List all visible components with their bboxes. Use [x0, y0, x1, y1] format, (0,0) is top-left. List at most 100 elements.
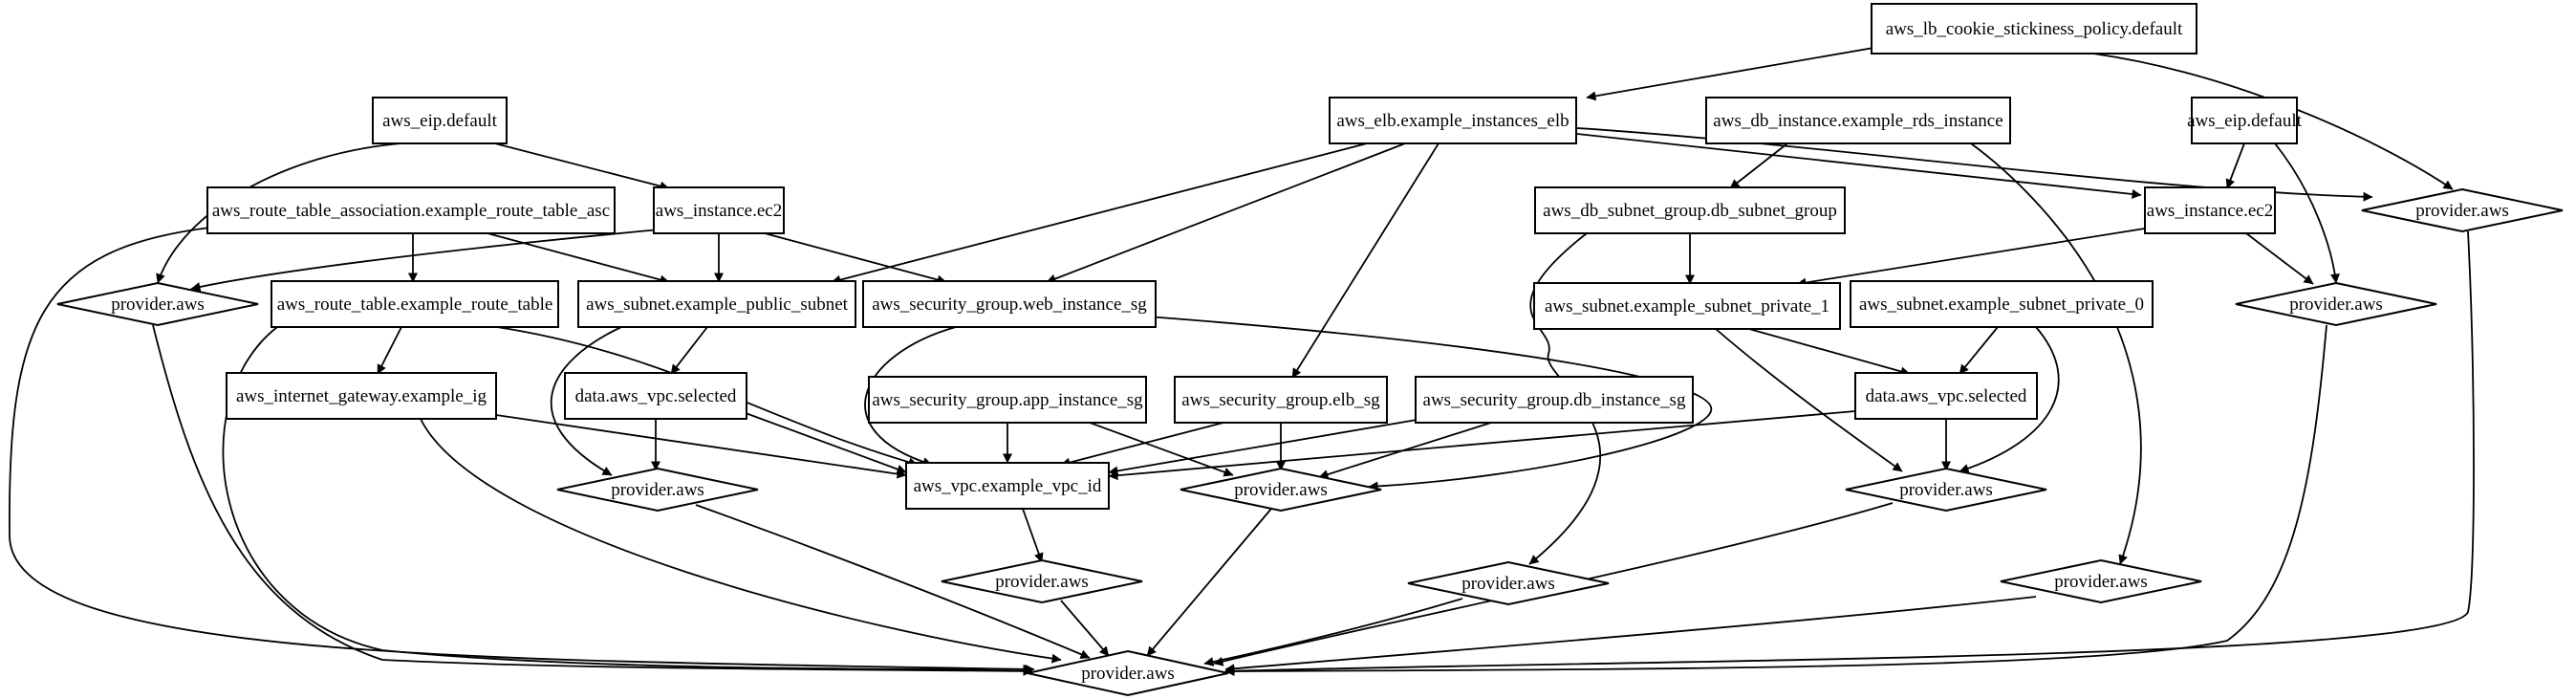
edge-rta-to-public_subnet [487, 232, 670, 285]
node-app-sg: aws_security_group.app_instance_sg [868, 376, 1147, 424]
provider-diamond-shape [2235, 281, 2437, 327]
edge-prov_mc-to-prov_root [1146, 508, 1272, 657]
edge-ec2_r-to-prov_r1 [2245, 232, 2314, 285]
node-lb-policy: aws_lb_cookie_stickiness_policy.default [1871, 3, 2197, 55]
resource-box-shape [1705, 97, 2011, 144]
edge-elb-to-public_subnet [831, 142, 1368, 285]
node-prov-vpc: provider.aws [941, 558, 1143, 604]
edge-priv0-to-prov_mr [1959, 326, 2060, 473]
resource-box-shape [1854, 372, 2038, 420]
node-db-inst: aws_db_instance.example_rds_instance [1705, 97, 2011, 144]
resource-box-shape [1533, 282, 1841, 330]
edge-elb_sg-to-vpc [1060, 422, 1224, 468]
edge-app_sg-to-prov_mc [1089, 422, 1234, 477]
provider-diamond-shape [556, 467, 759, 513]
edge-rta-to-prov_root [9, 227, 1035, 674]
edge-ec2_l-to-web_sg [764, 232, 947, 285]
node-label: aws_route_table_association.example_rout… [212, 201, 610, 221]
edge-public_subnet-to-prov_ml [550, 326, 622, 476]
edge-elb-to-web_sg [1046, 142, 1406, 284]
resource-box-shape [564, 372, 747, 420]
resource-box-shape [1174, 376, 1388, 424]
edge-route_table-to-prov_root [222, 326, 1033, 674]
provider-diamond-shape [941, 558, 1143, 604]
node-public-subnet: aws_subnet.example_public_subnet [577, 280, 856, 328]
edge-vpc_sel_l-to-vpc [745, 412, 907, 474]
edge-db_sg-to-vpc [1108, 416, 1435, 476]
edge-web_sg-to-prov_mc [1108, 313, 1713, 491]
edge-route_table-to-igw [377, 326, 402, 375]
edge-db_inst-to-db_subnet_group [1729, 142, 1788, 189]
edge-eip_r-to-prov_r1 [2274, 142, 2340, 284]
node-label: aws_instance.ec2 [2147, 201, 2273, 221]
node-elb: aws_elb.example_instances_elb [1329, 97, 1577, 144]
edge-igw-to-prov_root [420, 418, 1062, 664]
edge-prov_vpc-to-prov_root [1060, 600, 1110, 657]
provider-diamond-shape [2000, 558, 2202, 604]
provider-diamond-shape [56, 281, 259, 327]
edges-layer [9, 46, 2475, 676]
node-rta: aws_route_table_association.example_rout… [206, 186, 616, 234]
node-label: provider.aws [2415, 201, 2509, 221]
edge-ec2_l-to-prov_l1 [190, 229, 660, 292]
edge-web_sg-to-vpc [864, 326, 957, 467]
node-elb-sg: aws_security_group.elb_sg [1174, 376, 1388, 424]
node-label: aws_route_table.example_route_table [277, 295, 553, 315]
edge-eip_r-to-ec2_r [2225, 142, 2245, 189]
node-label: provider.aws [995, 572, 1089, 592]
node-prov-mr: provider.aws [1845, 467, 2047, 513]
node-label: provider.aws [1461, 574, 1555, 594]
node-prov-tr: provider.aws [2361, 187, 2564, 233]
edge-ec2_r-to-priv1 [1796, 227, 2152, 288]
node-label: aws_eip.default [2187, 111, 2302, 131]
node-label: provider.aws [1234, 480, 1328, 500]
node-priv0: aws_subnet.example_subnet_private_0 [1850, 280, 2154, 328]
node-label: aws_subnet.example_subnet_private_0 [1859, 295, 2144, 315]
node-vpc-sel-l: data.aws_vpc.selected [564, 372, 747, 420]
node-prov-r1: provider.aws [2235, 281, 2437, 327]
provider-diamond-shape [1407, 560, 1610, 606]
nodes-layer: aws_lb_cookie_stickiness_policy.defaulta… [56, 3, 2564, 697]
edge-vpc_sel_r-to-vpc [1108, 410, 1856, 481]
resource-box-shape [226, 372, 497, 420]
resource-box-shape [2191, 97, 2298, 144]
node-prov-ml: provider.aws [556, 467, 759, 513]
resource-box-shape [905, 462, 1110, 510]
edge-priv1-to-prov_mr [1715, 328, 1903, 472]
node-label: provider.aws [1081, 664, 1175, 684]
edge-prov_r1-to-prov_root [1224, 324, 2327, 676]
node-label: aws_vpc.example_vpc_id [914, 476, 1102, 496]
node-priv1: aws_subnet.example_subnet_private_1 [1533, 282, 1841, 330]
resource-box-shape [1329, 97, 1577, 144]
resource-box-shape [1415, 376, 1694, 424]
node-label: aws_db_subnet_group.db_subnet_group [1543, 201, 1837, 221]
edge-lb_policy-to-elb [1586, 46, 1880, 101]
node-prov-root: provider.aws [1027, 649, 1229, 697]
resource-box-shape [2144, 186, 2276, 234]
node-label: aws_security_group.db_instance_sg [1423, 390, 1686, 410]
edge-prov_b3-to-prov_root [1224, 596, 2037, 674]
edge-eip_l-to-ec2_l [487, 141, 670, 191]
node-db-sg: aws_security_group.db_instance_sg [1415, 376, 1694, 424]
provider-diamond-shape [1845, 467, 2047, 513]
node-label: aws_eip.default [382, 111, 497, 131]
edge-priv1-to-vpc_sel_r [1748, 328, 1911, 377]
node-label: data.aws_vpc.selected [1866, 386, 2027, 406]
node-eip-l: aws_eip.default [372, 97, 508, 144]
node-label: aws_instance.ec2 [656, 201, 782, 221]
node-label: provider.aws [611, 480, 704, 500]
resource-box-shape [271, 280, 559, 328]
edge-elb-to-ec2_r [1576, 133, 2142, 199]
node-vpc: aws_vpc.example_vpc_id [905, 462, 1110, 510]
node-vpc-sel-r: data.aws_vpc.selected [1854, 372, 2038, 420]
node-label: aws_subnet.example_public_subnet [586, 295, 849, 315]
node-route-table: aws_route_table.example_route_table [271, 280, 559, 328]
node-prov-l1: provider.aws [56, 281, 259, 327]
node-prov-b3: provider.aws [2000, 558, 2202, 604]
node-label: aws_security_group.elb_sg [1181, 390, 1380, 410]
node-label: aws_security_group.app_instance_sg [872, 390, 1143, 410]
node-label: aws_elb.example_instances_elb [1336, 111, 1569, 131]
resource-box-shape [206, 186, 616, 234]
edge-prov_l1-to-prov_root [152, 324, 1033, 676]
